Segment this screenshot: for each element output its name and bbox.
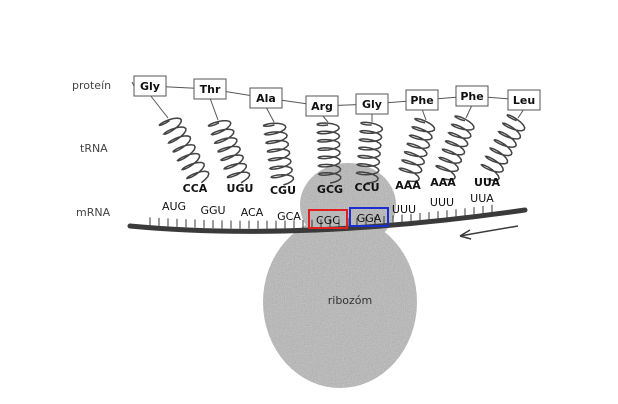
mrna-strand [127, 204, 528, 234]
ribosome-large-subunit [263, 216, 417, 388]
trna-molecule [480, 108, 526, 182]
trna-stem [265, 106, 275, 123]
codon-uua: UUA [470, 192, 494, 205]
amino-acid-label: Ala [256, 92, 276, 105]
trna-molecule [398, 108, 436, 183]
codons: AUG GGU ACA GCA CGC GGA UUU UUU UUA [162, 192, 494, 229]
trna-coil [480, 114, 526, 182]
codon-label: AUG [162, 200, 186, 213]
anticodon-label: CCA [183, 182, 208, 195]
amino-acid-label: Thr [200, 83, 221, 96]
mrna-ticks [149, 204, 493, 229]
trna-coil [398, 117, 436, 183]
amino-acid-ala: Ala [249, 87, 283, 109]
codon-label: GGU [200, 204, 225, 217]
trna-stem [149, 94, 169, 119]
amino-acid-box [133, 75, 167, 97]
trna-coil [158, 117, 210, 184]
mrna-row-label: mRNA [76, 206, 111, 219]
amino-acid-label: Phe [410, 94, 433, 107]
trna-molecule [207, 97, 251, 184]
trna-molecule [434, 104, 475, 181]
amino-acid-leu: Leu [507, 89, 541, 111]
amino-acid-box [355, 93, 389, 115]
codon-gca: GCA [277, 210, 301, 223]
codon-highlight-box [308, 209, 348, 229]
codon-label: CGC [316, 214, 340, 227]
anticodon-label: AAA [395, 179, 421, 192]
amino-acid-label: Leu [513, 94, 535, 107]
codon-label: GCA [277, 210, 301, 223]
amino-acid-label: Gly [362, 98, 382, 111]
anticodon-label: UUA [474, 176, 501, 189]
anticodon-label: AAA [430, 176, 456, 189]
trna-molecules [149, 94, 526, 186]
anticodon-label: GCG [317, 183, 343, 196]
codon-highlight-box [349, 207, 389, 227]
codon-cgc: CGC [308, 209, 348, 229]
codon-uuu: UUU [392, 203, 416, 216]
trna-coil [207, 119, 251, 184]
trna-coil [434, 115, 475, 181]
trna-molecule [149, 94, 210, 184]
anticodon-label: UGU [227, 182, 254, 195]
amino-acid-phe: Phe [405, 89, 439, 111]
amino-acid-phe: Phe [455, 85, 489, 107]
amino-acid-box [305, 95, 339, 117]
trna-stem [421, 108, 427, 121]
codon-label: UUU [430, 196, 454, 209]
codon-aca: ACA [241, 206, 264, 219]
amino-acid-box [405, 89, 439, 111]
codon-gga: GGA [349, 207, 389, 227]
trna-molecule [262, 106, 295, 186]
codon-ggu: GGU [200, 204, 225, 217]
amino-acid-box [193, 78, 227, 100]
direction-arrow [459, 225, 519, 240]
amino-acid-arg: Arg [305, 95, 339, 117]
ribosome-small-subunit [300, 163, 396, 247]
amino-acid-gly: Gly [133, 75, 167, 97]
amino-acid-label: Arg [311, 100, 333, 113]
amino-acid-thr: Thr [193, 78, 227, 100]
protein-row-label: proteín [72, 79, 111, 92]
amino-acid-box [507, 89, 541, 111]
codon-label: GGA [357, 212, 382, 225]
trna-coil [262, 122, 295, 186]
ribosome-label: ribozóm [328, 294, 373, 307]
codon-label: ACA [241, 206, 264, 219]
trna-coil [355, 121, 384, 184]
amino-acid-box [249, 87, 283, 109]
amino-acid-box [455, 85, 489, 107]
trna-stem [209, 97, 219, 121]
anticodon-label: CCU [354, 181, 379, 194]
trna-molecule [316, 114, 342, 184]
amino-acid-gly: Gly [355, 93, 389, 115]
trna-coil [316, 122, 342, 184]
anticodons: CCA UGU CGU GCG CCU AAA AAA UUA [183, 176, 501, 197]
codon-label: UUU [392, 203, 416, 216]
codon-uuu: UUU [430, 196, 454, 209]
codon-aug: AUG [162, 200, 186, 213]
mrna-backbone [127, 207, 528, 234]
anticodon-label: CGU [270, 184, 296, 197]
trna-stem [465, 104, 473, 119]
codon-label: UUA [470, 192, 494, 205]
amino-acid-label: Phe [460, 90, 483, 103]
amino-acid-label: Gly [140, 80, 160, 93]
trna-row-label: tRNA [80, 142, 108, 155]
